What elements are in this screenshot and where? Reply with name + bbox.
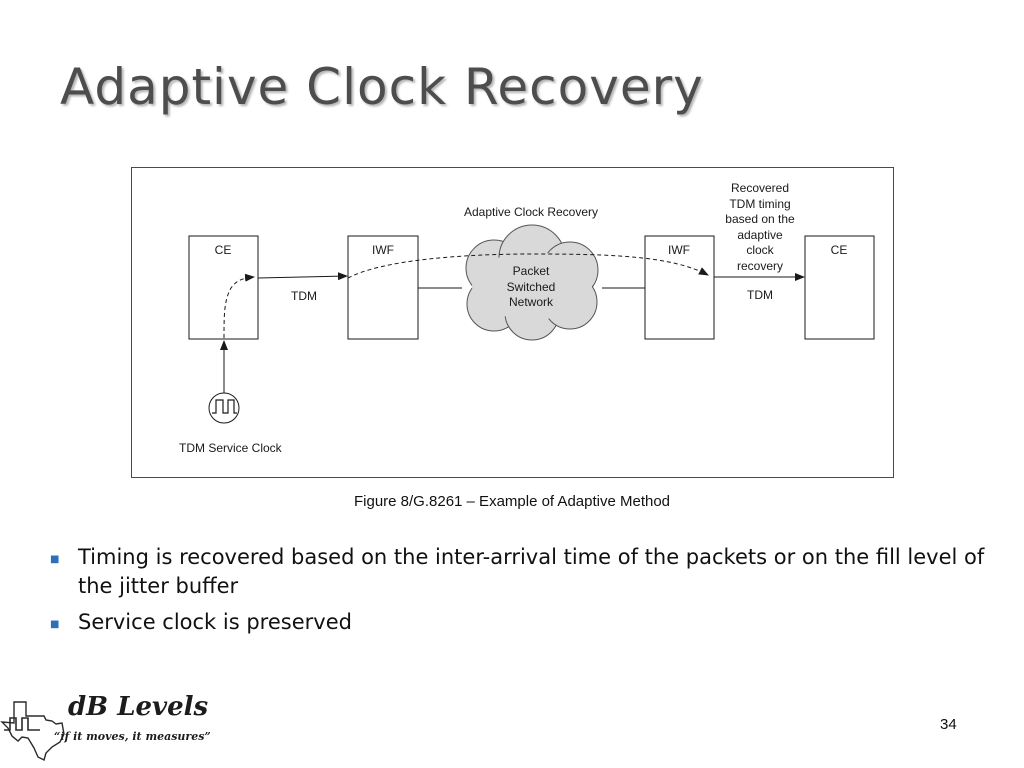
recovered-line-5: clock xyxy=(746,243,774,257)
recovered-line-3: based on the xyxy=(725,212,795,226)
recovered-line-4: adaptive xyxy=(737,228,783,242)
left-tdm-label: TDM xyxy=(291,289,317,303)
slide-title: Adaptive Clock Recovery xyxy=(60,58,704,116)
logo-tagline: “if it moves, it measures” xyxy=(54,730,211,743)
recovered-line-1: Recovered xyxy=(731,181,789,195)
network-label-line-2: Switched xyxy=(507,280,556,294)
left-ce-box xyxy=(188,235,259,340)
right-ce-label: CE xyxy=(831,243,848,257)
bullet-item: ■ Timing is recovered based on the inter… xyxy=(48,543,988,601)
bullet-square-icon: ■ xyxy=(50,619,60,630)
logo-name: dB Levels xyxy=(68,692,209,722)
network-label-line-3: Network xyxy=(509,295,554,309)
left-iwf-box xyxy=(347,235,419,340)
right-iwf-label: IWF xyxy=(668,243,690,257)
right-ce-box xyxy=(804,235,875,340)
right-tdm-label: TDM xyxy=(747,288,773,302)
service-clock-dashed-path xyxy=(223,273,255,339)
service-clock-label: TDM Service Clock xyxy=(179,441,283,455)
bullet-text: Timing is recovered based on the inter-a… xyxy=(78,545,985,598)
network-label-line-1: Packet xyxy=(513,264,550,278)
bullet-item: ■ Service clock is preserved xyxy=(48,608,988,637)
right-iwf-box xyxy=(644,235,715,340)
bullet-square-icon: ■ xyxy=(50,554,60,565)
figure-caption: Figure 8/G.8261 – Example of Adaptive Me… xyxy=(353,493,671,510)
left-iwf-label: IWF xyxy=(372,243,394,257)
bullet-list: ■ Timing is recovered based on the inter… xyxy=(48,543,988,644)
recovered-line-2: TDM timing xyxy=(729,197,790,211)
square-wave-icon xyxy=(212,399,237,414)
timing-dashed-path xyxy=(347,253,709,279)
left-tdm-arrow xyxy=(257,272,348,281)
adaptive-clock-diagram: Adaptive Clock Recovery CE IWF IWF CE Pa… xyxy=(179,181,875,455)
texas-outline-icon xyxy=(0,701,65,762)
page-number: 34 xyxy=(940,716,957,733)
company-logo: dB Levels “if it moves, it measures” xyxy=(0,690,211,762)
recovered-line-6: recovery xyxy=(737,259,783,273)
diagram-frame: Adaptive Clock Recovery CE IWF IWF CE Pa… xyxy=(131,167,894,478)
bullet-text: Service clock is preserved xyxy=(78,610,352,634)
left-ce-label: CE xyxy=(215,243,232,257)
diagram-heading: Adaptive Clock Recovery xyxy=(464,205,598,219)
